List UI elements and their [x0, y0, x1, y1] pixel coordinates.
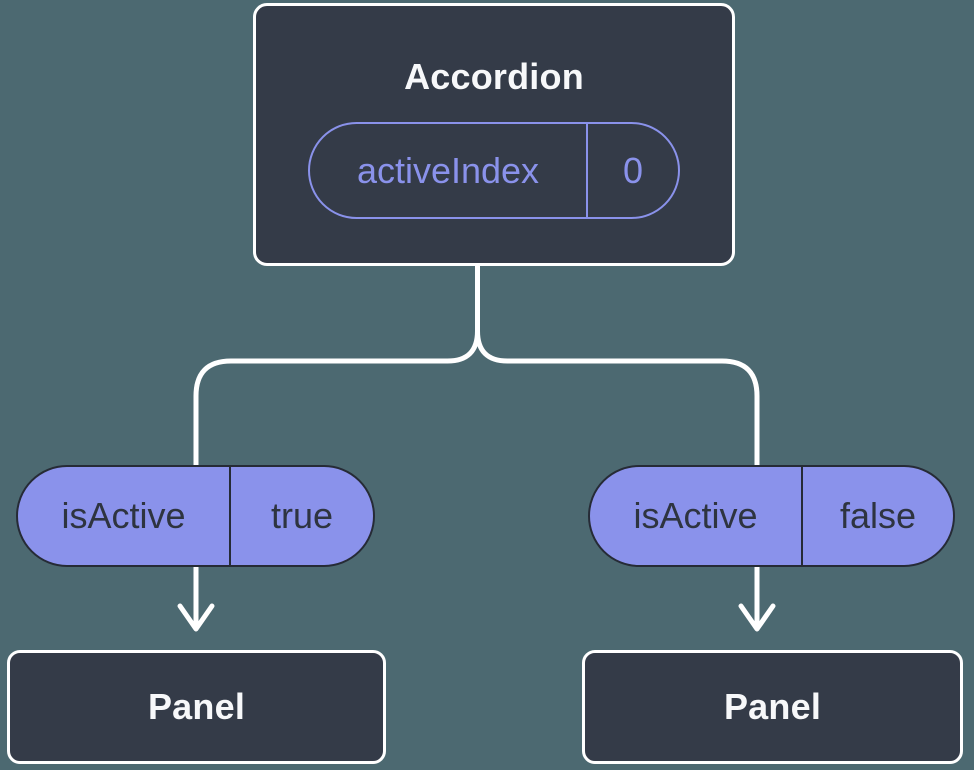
- edge-root-to-left-child: [193, 263, 480, 469]
- edge-root-to-right-child: [475, 263, 760, 469]
- pill-divider: [801, 467, 803, 565]
- pill-divider: [586, 124, 588, 217]
- prop-value-isactive-right: false: [839, 495, 917, 536]
- prop-value-activeindex: 0: [622, 149, 644, 191]
- arrow-right-head: [738, 603, 776, 632]
- node-panel-right-title: Panel: [723, 686, 822, 727]
- prop-name-activeindex: activeIndex: [356, 149, 540, 191]
- prop-pill-isactive-left: isActive true: [16, 465, 375, 567]
- prop-value-isactive-left: true: [270, 495, 334, 536]
- prop-name-isactive-left: isActive: [61, 495, 186, 536]
- prop-pill-activeindex: activeIndex 0: [308, 122, 680, 219]
- node-panel-left-title: Panel: [147, 686, 246, 727]
- arrow-left-head: [177, 603, 215, 632]
- prop-name-isactive-right: isActive: [633, 495, 758, 536]
- node-accordion: Accordion activeIndex 0: [253, 3, 735, 266]
- pill-divider: [229, 467, 231, 565]
- node-accordion-title: Accordion: [404, 56, 584, 97]
- node-panel-right: Panel: [582, 650, 963, 764]
- node-panel-left: Panel: [7, 650, 386, 764]
- prop-pill-isactive-right: isActive false: [588, 465, 955, 567]
